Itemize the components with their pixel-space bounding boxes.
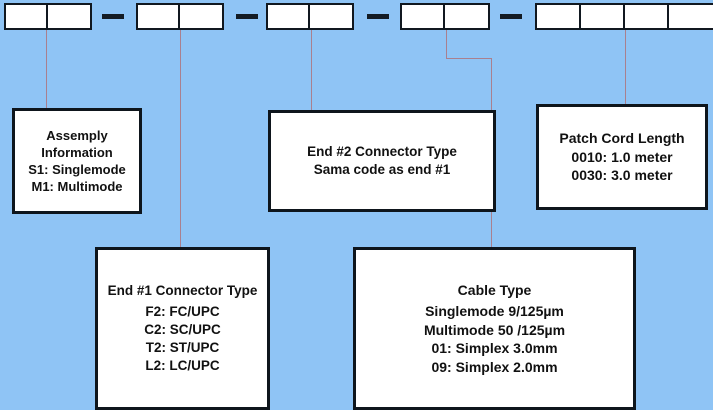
connector-line-end1 <box>180 30 181 247</box>
end1-line-5: L2: LC/UPC <box>145 357 220 373</box>
cable-line-2: Singlemode 9/125µm <box>425 303 564 320</box>
separator-dash <box>102 14 124 19</box>
code-cell[interactable] <box>625 5 669 28</box>
length-line-2: 0010: 1.0 meter <box>571 148 673 165</box>
connector-line-cable-jog <box>446 58 491 59</box>
cable-line-3: Multimode 50 /125µm <box>423 321 566 338</box>
connector-line-end2 <box>311 30 312 110</box>
code-cell[interactable] <box>6 5 48 28</box>
assembly-line-1: Assemply <box>46 127 108 143</box>
end2-connector-type-box: End #2 Connector Type Sama code as end #… <box>268 110 496 212</box>
assembly-line-2: Information <box>41 144 113 160</box>
end1-connector-type-box: End #1 Connector Type F2: FC/UPC C2: SC/… <box>95 247 270 410</box>
patch-cord-length-box: Patch Cord Length 0010: 1.0 meter 0030: … <box>536 104 708 210</box>
code-group-end1[interactable] <box>136 3 224 30</box>
assembly-line-4: M1: Multimode <box>31 179 123 195</box>
end2-line-1: End #2 Connector Type <box>307 144 457 160</box>
code-cell[interactable] <box>48 5 90 28</box>
separator-dash <box>500 14 522 19</box>
end1-line-4: T2: ST/UPC <box>145 339 220 355</box>
cable-type-box: Cable Type Singlemode 9/125µm Multimode … <box>353 247 636 410</box>
cable-line-5: 09: Simplex 2.0mm <box>431 358 558 375</box>
code-cell[interactable] <box>268 5 310 28</box>
code-group-assembly[interactable] <box>4 3 92 30</box>
code-group-length[interactable] <box>535 3 713 30</box>
end1-line-2: F2: FC/UPC <box>145 304 220 320</box>
length-line-3: 0030: 3.0 meter <box>571 167 673 184</box>
assembly-line-3: S1: Singlemode <box>28 162 126 177</box>
length-line-1: Patch Cord Length <box>559 130 685 147</box>
code-cell[interactable] <box>180 5 222 28</box>
code-cell[interactable] <box>537 5 581 28</box>
code-cell[interactable] <box>445 5 488 28</box>
code-cell[interactable] <box>581 5 625 28</box>
assembly-information-box: Assemply Information S1: Singlemode M1: … <box>12 108 142 214</box>
connector-line-assembly <box>46 30 47 108</box>
cable-line-1: Cable Type <box>457 281 532 298</box>
end1-line-1: End #1 Connector Type <box>107 283 258 299</box>
code-cell[interactable] <box>402 5 445 28</box>
separator-dash <box>367 14 389 19</box>
cable-line-4: 01: Simplex 3.0mm <box>431 340 558 357</box>
code-cell[interactable] <box>669 5 713 28</box>
connector-line-length <box>625 30 626 104</box>
end2-line-2: Sama code as end #1 <box>313 162 451 177</box>
code-cell[interactable] <box>138 5 180 28</box>
end1-line-3: C2: SC/UPC <box>144 322 221 338</box>
code-cell[interactable] <box>310 5 352 28</box>
separator-dash <box>236 14 258 19</box>
code-group-cable[interactable] <box>400 3 490 30</box>
code-group-end2[interactable] <box>266 3 354 30</box>
connector-line-cable-upper <box>446 30 447 58</box>
